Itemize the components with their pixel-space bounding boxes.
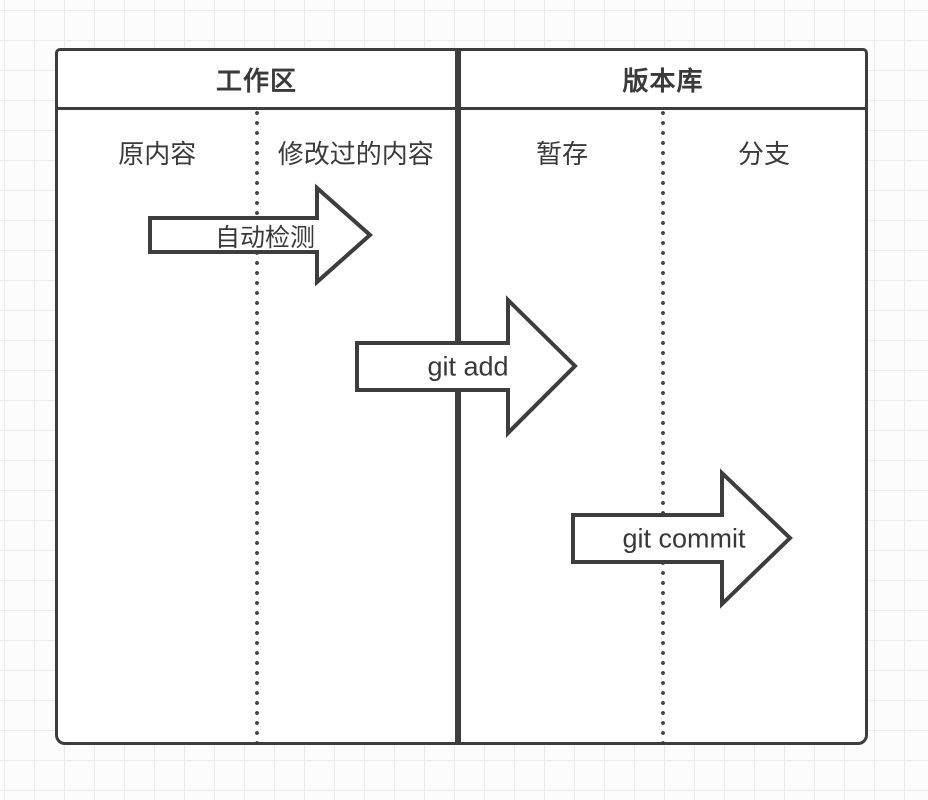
column-modified-content-label: 修改过的内容 bbox=[277, 139, 434, 169]
section-repository: 版本库 暂存 分支 bbox=[458, 48, 868, 745]
column-branch-label: 分支 bbox=[737, 139, 790, 169]
section-working-area: 工作区 原内容 修改过的内容 bbox=[55, 48, 458, 745]
column-branch: 分支 bbox=[663, 110, 865, 742]
dotted-divider-working-area bbox=[254, 110, 259, 742]
arrow-git-commit-label: git commit bbox=[622, 523, 746, 554]
column-stage-label: 暂存 bbox=[535, 139, 588, 169]
column-modified-content: 修改过的内容 bbox=[257, 110, 456, 742]
section-repository-title: 版本库 bbox=[622, 65, 704, 96]
column-original-content: 原内容 bbox=[58, 110, 257, 742]
section-working-area-body: 原内容 修改过的内容 bbox=[58, 110, 455, 742]
arrow-git-add-label: git add bbox=[427, 351, 509, 382]
section-working-area-title: 工作区 bbox=[215, 65, 297, 96]
dotted-divider-repository bbox=[661, 110, 665, 742]
column-original-content-label: 原内容 bbox=[118, 139, 197, 169]
section-working-area-header: 工作区 bbox=[58, 51, 455, 110]
column-stage: 暂存 bbox=[461, 110, 663, 742]
section-repository-body: 暂存 分支 bbox=[461, 110, 865, 742]
section-repository-header: 版本库 bbox=[461, 51, 865, 110]
arrow-auto-detect-label: 自动检测 bbox=[214, 224, 316, 252]
